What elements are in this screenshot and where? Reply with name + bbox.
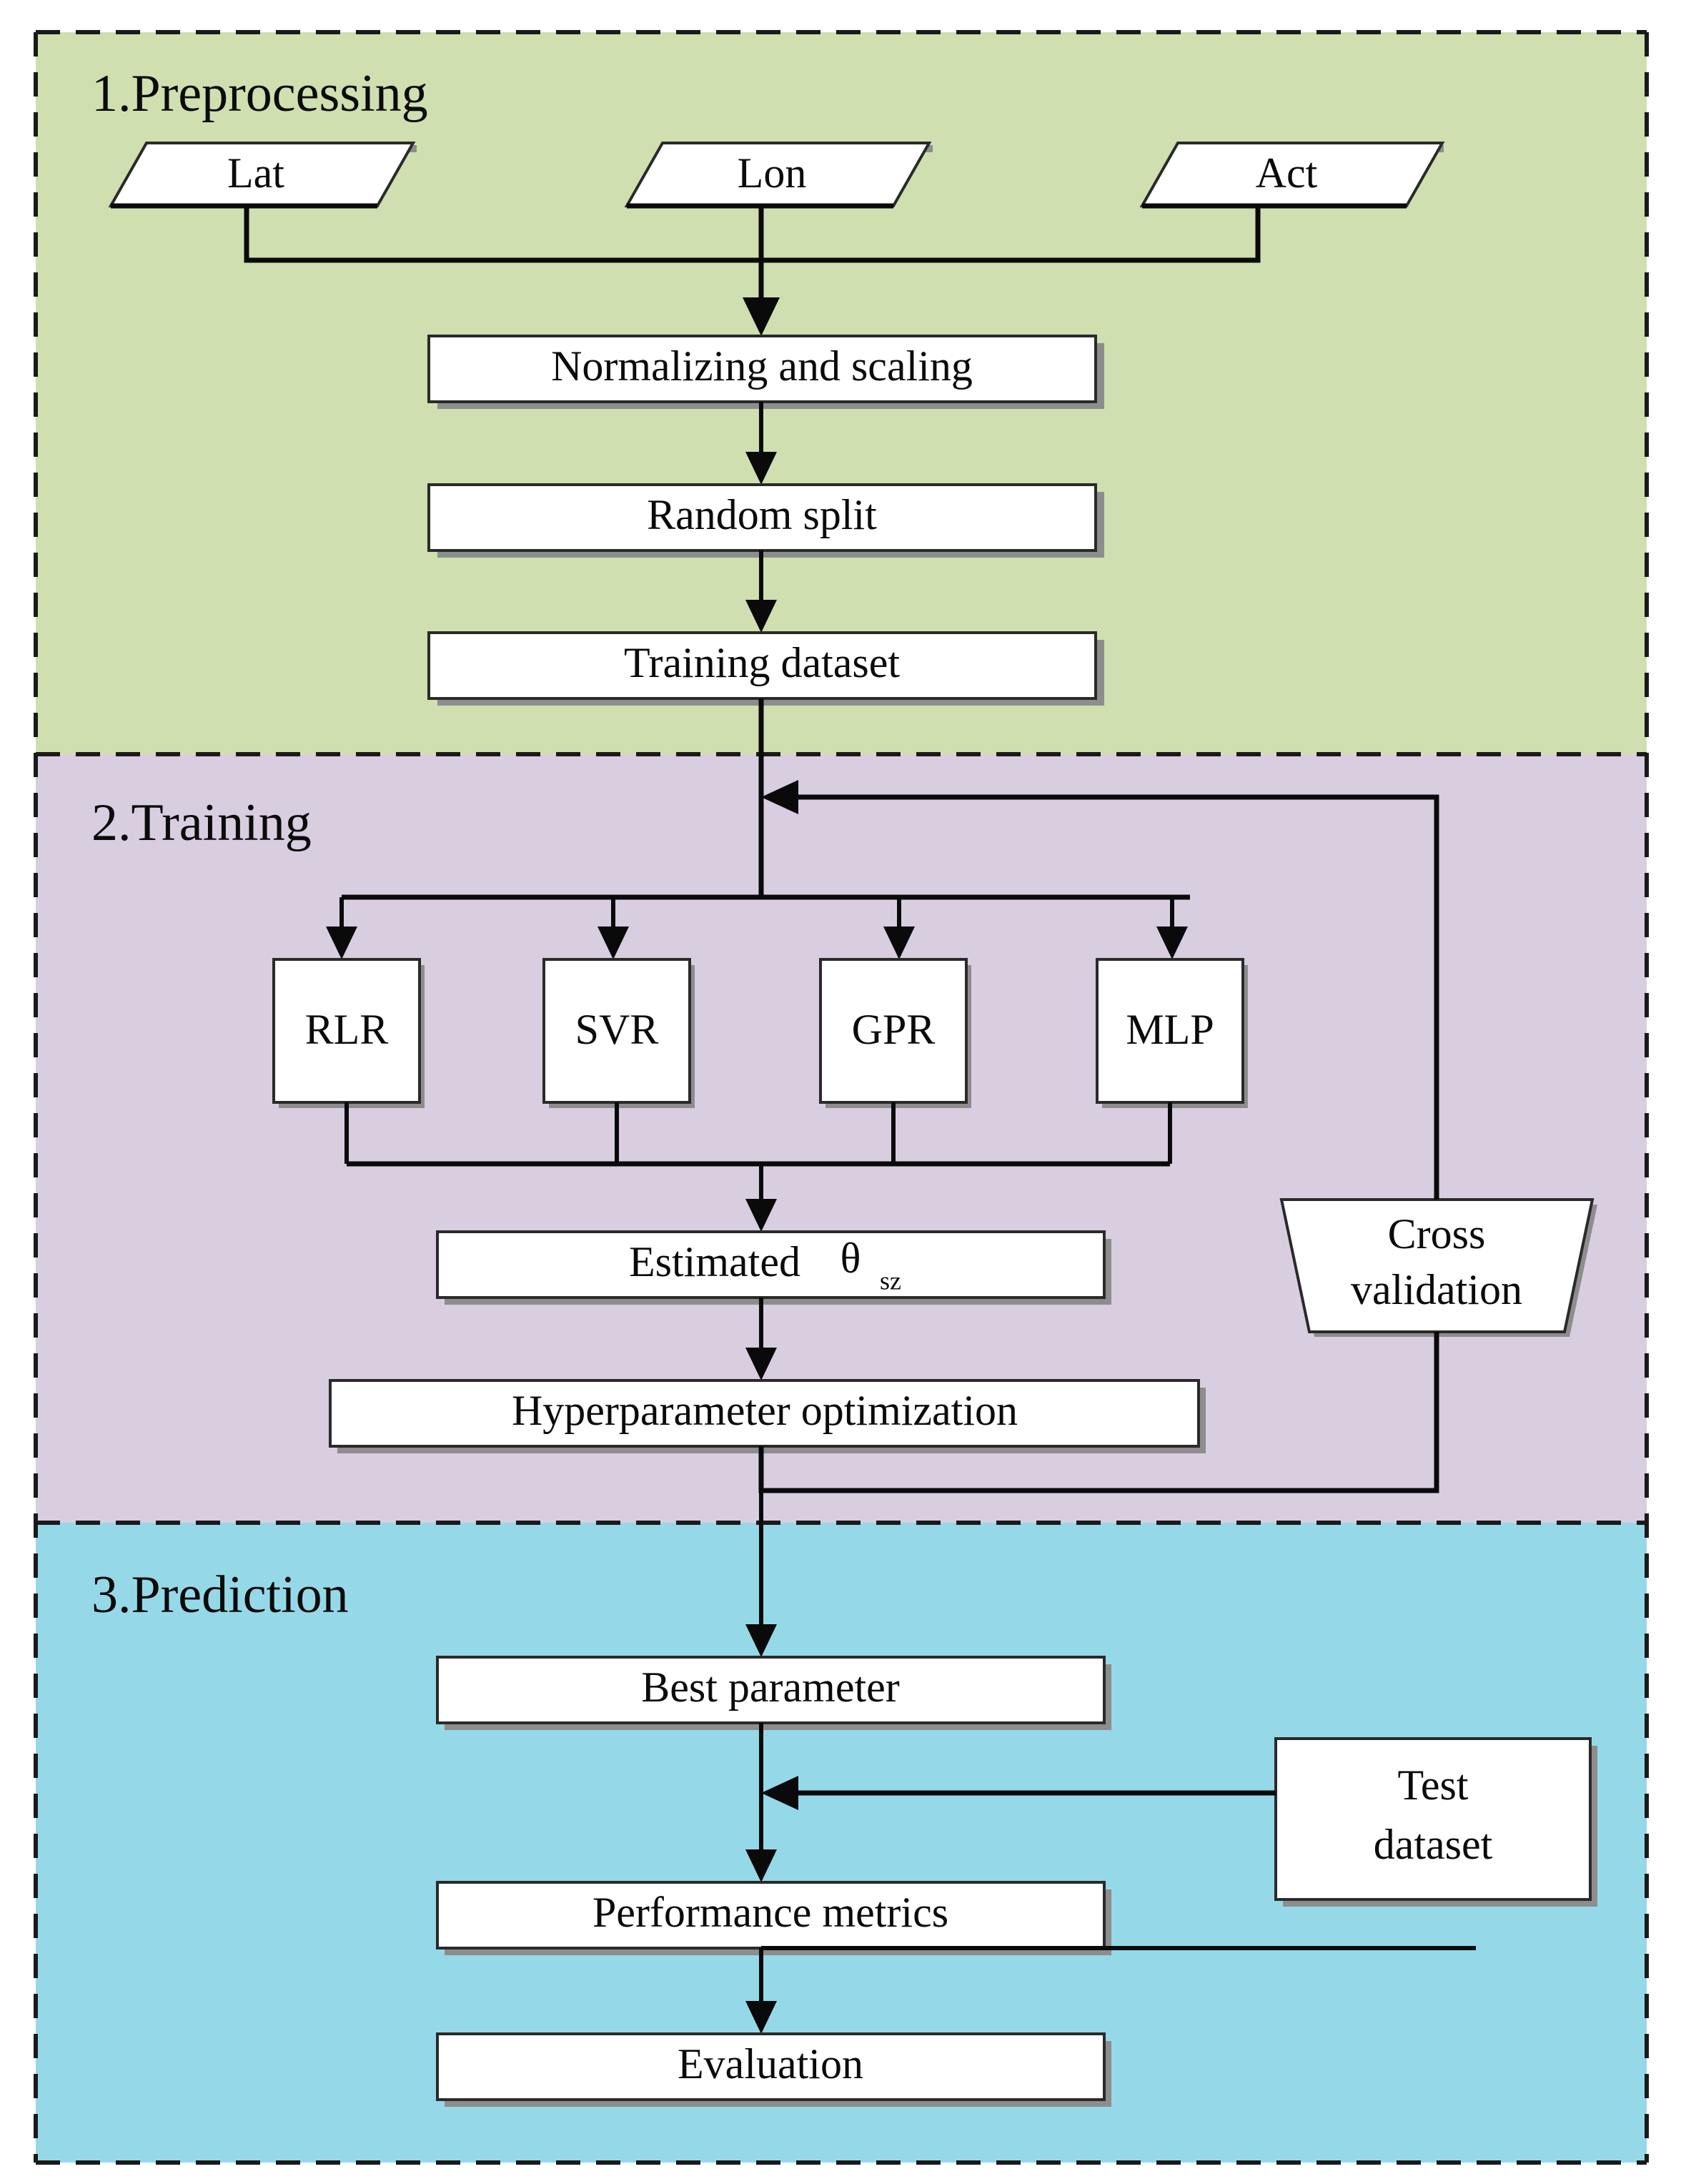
- node-estimated-theta[interactable]: Estimated θ sz: [436, 1230, 1111, 1305]
- node-theta-subscript: sz: [880, 1266, 901, 1295]
- arrowhead-to-rlr: [326, 927, 357, 959]
- arrowhead-to-gpr: [883, 927, 915, 959]
- node-estimated-theta-label: Estimated: [629, 1238, 800, 1285]
- node-random-split-label: Random split: [647, 491, 877, 538]
- node-performance-metrics[interactable]: Performance metrics: [436, 1881, 1111, 1955]
- arrowhead-to-estimated-theta: [745, 1199, 777, 1232]
- node-evaluation-label: Evaluation: [678, 2040, 863, 2087]
- node-gpr-label: GPR: [852, 1006, 936, 1053]
- node-rlr-label: RLR: [305, 1006, 389, 1053]
- node-test-dataset-label-1: Test: [1397, 1761, 1468, 1809]
- node-random-split[interactable]: Random split: [427, 483, 1104, 558]
- node-lon-label: Lon: [738, 149, 807, 197]
- edge-lat-to-join: [244, 206, 761, 263]
- arrowhead-to-svr: [597, 927, 629, 959]
- node-hyperparameter-label: Hyperparameter optimization: [512, 1387, 1018, 1434]
- node-lat[interactable]: Lat: [108, 142, 417, 209]
- node-lon[interactable]: Lon: [624, 142, 933, 209]
- node-rlr[interactable]: RLR: [272, 958, 425, 1108]
- arrowhead-to-hyperparameter: [745, 1348, 777, 1380]
- node-performance-metrics-label: Performance metrics: [592, 1889, 948, 1936]
- node-normalizing-and-scaling[interactable]: Normalizing and scaling: [427, 335, 1104, 409]
- node-cross-validation-label-2: validation: [1351, 1266, 1522, 1313]
- node-mlp-label: MLP: [1126, 1006, 1214, 1053]
- edge-act-to-join: [761, 206, 1261, 263]
- node-best-parameter[interactable]: Best parameter: [436, 1656, 1111, 1730]
- node-normalizing-label: Normalizing and scaling: [551, 342, 973, 390]
- arrowhead-to-normalizing: [743, 297, 780, 336]
- arrowhead-to-performance-metrics: [745, 1849, 777, 1882]
- node-cross-validation-label-1: Cross: [1388, 1210, 1486, 1257]
- band-label-preprocessing: 1.Preprocessing: [91, 64, 428, 123]
- node-lat-label: Lat: [227, 149, 284, 197]
- node-act[interactable]: Act: [1139, 142, 1445, 209]
- node-test-dataset[interactable]: Test dataset: [1274, 1737, 1597, 1907]
- node-mlp[interactable]: MLP: [1096, 958, 1248, 1108]
- arrowhead-to-best-parameter: [745, 1624, 777, 1657]
- node-cross-validation[interactable]: Cross validation: [1279, 1198, 1597, 1337]
- node-test-dataset-label-2: dataset: [1374, 1821, 1493, 1868]
- node-svr[interactable]: SVR: [542, 958, 695, 1108]
- node-training-dataset[interactable]: Training dataset: [427, 631, 1104, 706]
- edge-cross-validation-to-trunk: [785, 794, 1439, 1200]
- node-svr-label: SVR: [575, 1006, 659, 1053]
- node-theta-symbol: θ: [840, 1235, 861, 1282]
- arrowhead-to-random-split: [745, 452, 777, 485]
- node-gpr[interactable]: GPR: [819, 958, 971, 1108]
- band-label-prediction: 3.Prediction: [91, 1566, 349, 1624]
- node-hyperparameter-optimization[interactable]: Hyperparameter optimization: [329, 1379, 1206, 1453]
- arrowhead-to-training-dataset: [745, 600, 777, 633]
- arrowhead-to-evaluation: [745, 2001, 777, 2034]
- node-training-dataset-label: Training dataset: [624, 639, 900, 686]
- arrowhead-test-dataset-merge: [761, 1776, 798, 1810]
- node-best-parameter-label: Best parameter: [641, 1664, 900, 1711]
- arrowhead-to-mlp: [1156, 927, 1188, 959]
- band-label-training: 2.Training: [91, 794, 312, 852]
- node-evaluation[interactable]: Evaluation: [436, 2032, 1111, 2107]
- node-act-label: Act: [1256, 149, 1318, 197]
- arrowhead-cross-validation-loop: [761, 780, 798, 814]
